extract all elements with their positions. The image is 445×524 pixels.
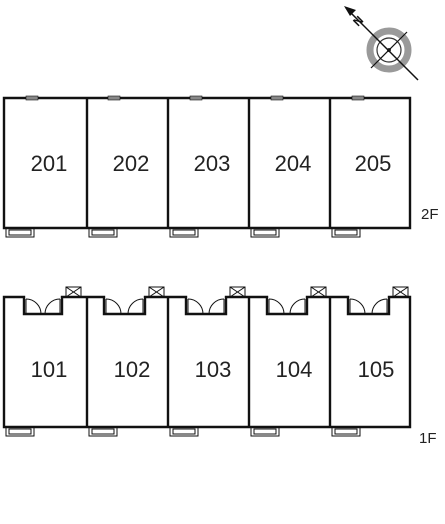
door-icon: [187, 298, 225, 315]
floor-2f-block: 201 202 203 204 205 2F: [2, 95, 439, 238]
unit-label-204: 204: [275, 151, 312, 176]
compass: N: [344, 6, 419, 81]
balcony-icon: [331, 426, 361, 437]
compass-arrow-icon: [345, 7, 419, 81]
unit-label-104: 104: [276, 357, 313, 382]
balcony-icon: [250, 426, 280, 437]
balcony-icon: [88, 227, 118, 238]
balcony-icon: [169, 426, 199, 437]
unit-label-105: 105: [358, 357, 395, 382]
vent-icon: [107, 95, 121, 101]
unit-label-103: 103: [195, 357, 232, 382]
meter-box-icon: [148, 286, 165, 298]
meter-box-icon: [65, 286, 82, 298]
balcony-icon: [169, 227, 199, 238]
floor-label-1f: 1F: [419, 430, 437, 447]
floor-label-2f: 2F: [421, 206, 439, 223]
compass-inner-ring-icon: [376, 37, 402, 63]
unit-label-201: 201: [31, 151, 68, 176]
door-icon: [25, 298, 61, 315]
meter-box-icon: [229, 286, 246, 298]
unit-label-205: 205: [355, 151, 392, 176]
vent-icon: [189, 95, 203, 101]
balcony-icon: [250, 227, 280, 238]
balcony-icon: [5, 426, 35, 437]
unit-label-101: 101: [31, 357, 68, 382]
door-icon: [268, 298, 306, 315]
unit-label-202: 202: [113, 151, 150, 176]
balcony-icon: [5, 227, 35, 238]
vent-icon: [25, 95, 39, 101]
compass-cross-line-icon: [370, 31, 408, 69]
meter-box-icon: [310, 286, 327, 298]
floor-1f-block: 101 102 103 104 105 1F: [2, 286, 437, 447]
door-icon: [105, 298, 144, 315]
balcony-icon: [88, 426, 118, 437]
compass-arrowhead-icon: [344, 6, 356, 16]
unit-label-203: 203: [194, 151, 231, 176]
unit-label-102: 102: [114, 357, 151, 382]
balcony-icon: [331, 227, 361, 238]
door-icon: [349, 298, 388, 315]
compass-outer-ring-icon: [366, 27, 412, 73]
meter-box-icon: [392, 286, 409, 298]
vent-icon: [351, 95, 365, 101]
vent-icon: [270, 95, 284, 101]
